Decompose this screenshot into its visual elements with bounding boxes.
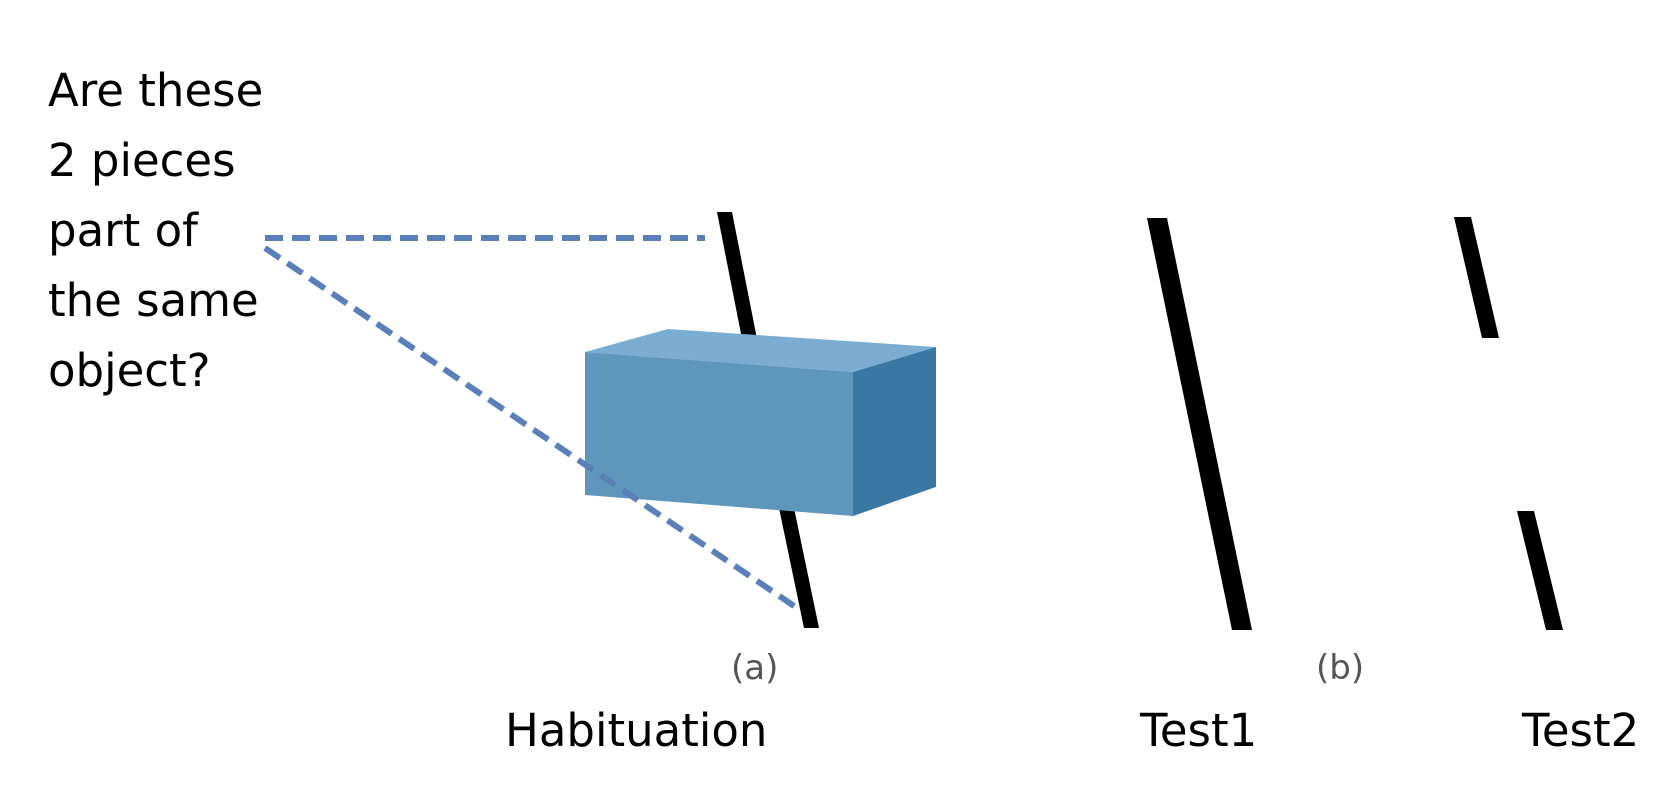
test2-rod-top-piece (1454, 217, 1499, 338)
test2-broken-rod (1454, 217, 1563, 630)
caption-test1: Test1 (1140, 704, 1258, 757)
rod-top-segment (717, 212, 758, 344)
question-text: Are these 2 pieces part of the same obje… (48, 64, 264, 397)
rod-bottom-segment (779, 508, 819, 628)
panel-label-a: (a) (731, 648, 779, 688)
habituation-scene (263, 212, 936, 628)
caption-habituation: Habituation (505, 704, 768, 757)
box-side-face (853, 347, 936, 516)
test1-complete-rod (1147, 218, 1252, 630)
box-top-face (585, 329, 936, 372)
test2-rod-bottom-piece (1517, 511, 1563, 630)
box-front-face (585, 352, 853, 516)
occluding-box (585, 329, 936, 516)
panel-label-b: (b) (1316, 648, 1365, 688)
caption-test2: Test2 (1522, 704, 1640, 757)
